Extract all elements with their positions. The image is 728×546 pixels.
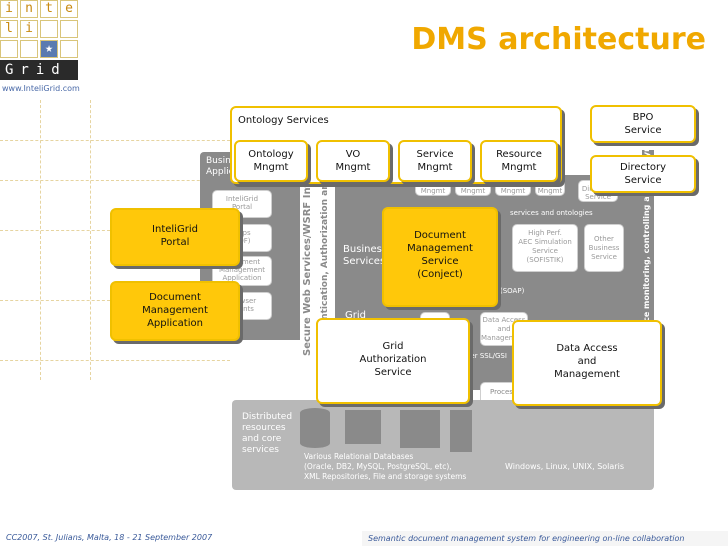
- service-mngmt-box[interactable]: Service Mngmt: [398, 140, 472, 182]
- ghost-other-business: Other Business Service: [584, 224, 624, 272]
- footer-conference: CC2007, St. Julians, Malta, 18 - 21 Sept…: [6, 533, 213, 542]
- database-icon: [300, 408, 330, 448]
- ontology-services-label: Ontology Services: [238, 115, 329, 126]
- footer-subtitle: Semantic document management system for …: [362, 531, 728, 546]
- resource-mngmt-box[interactable]: Resource Mngmt: [480, 140, 558, 182]
- processing-label: Process: [490, 388, 517, 396]
- logo-blank: [60, 40, 78, 58]
- ghost-high-perf: High Perf. AEC Simulation Service (SOFIS…: [512, 224, 578, 272]
- dashed-line: [0, 180, 230, 181]
- grid-label: Grid: [345, 310, 366, 321]
- logo-blank: [20, 40, 38, 58]
- databases-label: Various Relational Databases (Oracle, DB…: [304, 452, 467, 481]
- dm-application-box[interactable]: Document Management Application: [110, 281, 240, 341]
- logo-letter: n: [20, 0, 38, 18]
- inteligrid-portal-box[interactable]: InteliGrid Portal: [110, 208, 240, 266]
- ssl-gsi-label: over SSL/GSI: [462, 352, 507, 360]
- document-management-service-box[interactable]: Document Management Service (Conject): [382, 207, 498, 307]
- vo-mngmt-box[interactable]: VO Mngmt: [316, 140, 390, 182]
- grid-authorization-service-box[interactable]: Grid Authorization Service: [316, 318, 470, 404]
- dashed-line: [0, 360, 230, 361]
- logo-grid-word: Grid: [0, 60, 78, 80]
- logo-letter: t: [40, 0, 58, 18]
- business-services-label: Business Services: [343, 244, 388, 267]
- os-label: Windows, Linux, UNIX, Solaris: [505, 462, 624, 471]
- logo-letter: i: [0, 0, 18, 18]
- directory-service-box[interactable]: Directory Service: [590, 155, 696, 193]
- star-icon: ★: [40, 40, 58, 58]
- ontology-mngmt-box[interactable]: Ontology Mngmt: [234, 140, 308, 182]
- dashed-line: [40, 100, 41, 380]
- dashed-line: [0, 140, 230, 141]
- logo-letter: i: [20, 20, 38, 38]
- logo-blank: [40, 20, 58, 38]
- logo-blank: [0, 40, 18, 58]
- database-icon: [345, 410, 381, 444]
- soap-label: (SOAP): [500, 287, 525, 295]
- logo-letter: l: [0, 20, 18, 38]
- dashed-line: [90, 100, 91, 380]
- logo-blank: [60, 20, 78, 38]
- file-storage-icon: [400, 410, 440, 448]
- bpo-service-box[interactable]: BPO Service: [590, 105, 696, 143]
- dashed-line: [0, 300, 110, 301]
- logo-url[interactable]: www.InteliGrid.com: [2, 84, 80, 93]
- logo-letter: e: [60, 0, 78, 18]
- services-ontologies-label: services and ontologies: [510, 209, 593, 217]
- page-title: DMS architecture: [411, 22, 706, 57]
- distributed-label: Distributed resources and core services: [242, 412, 293, 455]
- storage-tower-icon: [450, 410, 472, 452]
- dashed-line: [0, 230, 110, 231]
- data-access-management-box[interactable]: Data Access and Management: [512, 320, 662, 406]
